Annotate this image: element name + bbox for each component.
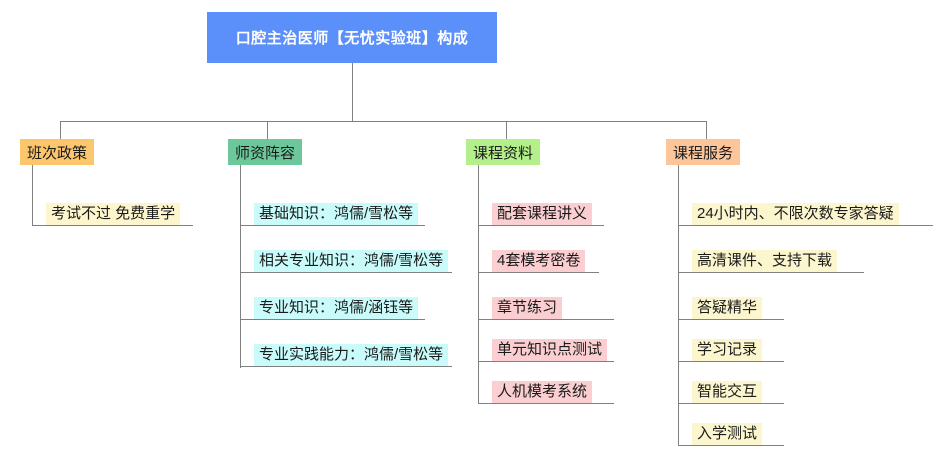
leaf-item[interactable]: 专业知识：鸿儒/涵钰等 (240, 296, 425, 320)
leaf-item[interactable]: 相关专业知识：鸿儒/雪松等 (240, 249, 452, 273)
leaf-item[interactable]: 人机模考系统 (478, 380, 614, 404)
connector-distribution-bar (60, 121, 706, 122)
category-header-label: 课程资料 (473, 144, 534, 162)
root-node[interactable]: 口腔主治医师【无忧实验班】构成 (207, 12, 497, 63)
leaf-item[interactable]: 高清课件、支持下载 (678, 249, 864, 273)
connector-root-trunk (352, 63, 353, 121)
leaf-item[interactable]: 4套模考密卷 (478, 249, 599, 273)
category-header-label: 课程服务 (673, 144, 734, 162)
leaf-item-label: 章节练习 (492, 296, 563, 319)
leaf-item[interactable]: 智能交互 (678, 380, 784, 404)
leaf-item[interactable]: 单元知识点测试 (478, 338, 614, 362)
leaf-item[interactable]: 基础知识：鸿儒/雪松等 (240, 202, 425, 226)
category-header-kecheng-fuwu[interactable]: 课程服务 (666, 139, 741, 165)
connector-drop-3 (506, 121, 507, 146)
category-header-shizi-zhenrong[interactable]: 师资阵容 (228, 139, 303, 165)
leaf-item-label: 4套模考密卷 (492, 249, 586, 272)
leaf-item-label: 24小时内、不限次数专家答疑 (692, 202, 899, 225)
leaf-item[interactable]: 章节练习 (478, 296, 614, 320)
leaf-item[interactable]: 答疑精华 (678, 296, 784, 320)
spine-banci-zhengce (32, 165, 33, 226)
leaf-item[interactable]: 专业实践能力：鸿儒/雪松等 (240, 343, 452, 367)
category-header-banci-zhengce[interactable]: 班次政策 (20, 139, 95, 165)
connector-drop-1 (60, 121, 61, 146)
leaf-item-label: 相关专业知识：鸿儒/雪松等 (254, 249, 449, 272)
leaf-item[interactable]: 配套课程讲义 (478, 202, 604, 226)
category-header-label: 师资阵容 (235, 144, 296, 162)
root-node-label: 口腔主治医师【无忧实验班】构成 (235, 30, 469, 47)
leaf-item-label: 智能交互 (692, 380, 763, 403)
spine-kecheng-fuwu (678, 165, 679, 445)
connector-drop-4 (706, 121, 707, 146)
leaf-item-label: 答疑精华 (692, 296, 763, 319)
connector-drop-2 (267, 121, 268, 146)
category-header-kecheng-ziliao[interactable]: 课程资料 (466, 139, 541, 165)
spine-shizi-zhenrong (240, 165, 241, 368)
leaf-item-label: 入学测试 (692, 422, 763, 445)
leaf-item[interactable]: 24小时内、不限次数专家答疑 (678, 202, 933, 226)
leaf-item-label: 考试不过 免费重学 (46, 202, 181, 225)
spine-kecheng-ziliao (478, 165, 479, 403)
leaf-item-label: 学习记录 (692, 338, 763, 361)
leaf-item-label: 基础知识：鸿儒/雪松等 (254, 202, 419, 225)
leaf-item[interactable]: 学习记录 (678, 338, 784, 362)
leaf-item[interactable]: 考试不过 免费重学 (32, 202, 193, 226)
leaf-item-label: 专业知识：鸿儒/涵钰等 (254, 296, 419, 319)
category-header-label: 班次政策 (27, 144, 88, 162)
leaf-item-label: 专业实践能力：鸿儒/雪松等 (254, 343, 449, 366)
leaf-item-label: 单元知识点测试 (492, 338, 608, 361)
leaf-item-label: 人机模考系统 (492, 380, 593, 403)
leaf-item[interactable]: 入学测试 (678, 422, 784, 446)
leaf-item-label: 高清课件、支持下载 (692, 249, 838, 272)
leaf-item-label: 配套课程讲义 (492, 202, 593, 225)
